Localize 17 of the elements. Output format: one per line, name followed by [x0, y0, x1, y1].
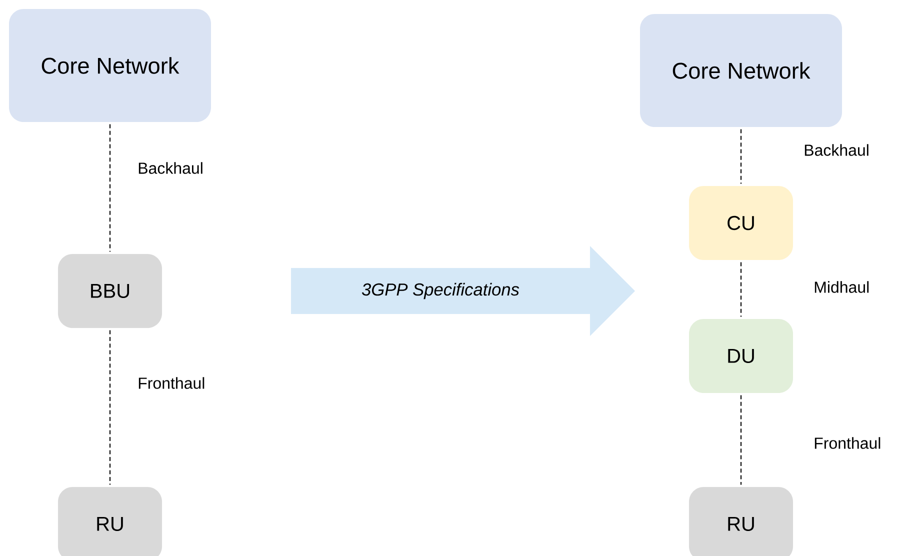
unit-box: RU	[689, 487, 794, 556]
edge-label: Fronthaul	[814, 437, 880, 449]
connector-line	[740, 129, 742, 184]
unit-box: BBU	[58, 254, 162, 328]
connector-line	[740, 262, 742, 317]
connector-line	[740, 395, 742, 485]
network-box: Core Network	[9, 9, 211, 122]
edge-label: Midhaul	[814, 281, 869, 293]
edge-label: Fronthaul	[138, 377, 204, 389]
unit-box: CU	[689, 186, 794, 260]
connector-line	[109, 124, 111, 252]
network-box: Core Network	[640, 14, 842, 127]
unit-box: RU	[58, 487, 162, 556]
unit-box: DU	[689, 319, 794, 393]
edge-label: Backhaul	[138, 162, 202, 174]
connector-line	[109, 330, 111, 485]
edge-label: Backhaul	[804, 144, 868, 156]
